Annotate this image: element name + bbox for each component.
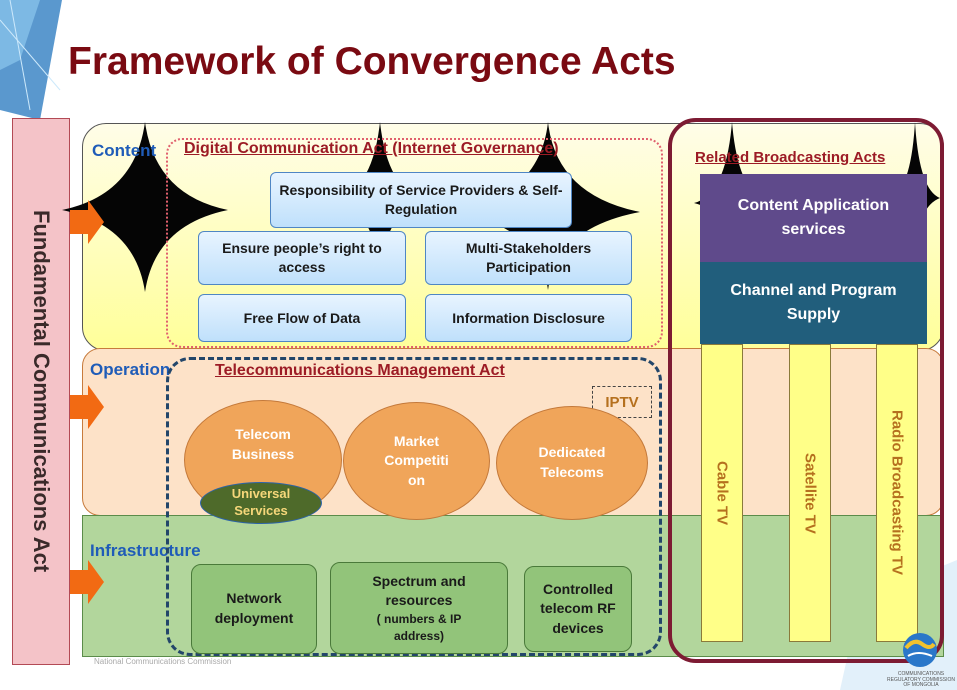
- broadcasting-acts-region: [668, 118, 944, 663]
- channel-program-supply-box: Channel and Program Supply: [700, 262, 927, 344]
- network-deployment-box: Network deployment: [191, 564, 317, 654]
- market-competition-circle: Market Competiti on: [343, 402, 490, 520]
- crc-logo: [900, 630, 940, 670]
- infrastructure-layer-label: Infrastructure: [90, 541, 201, 560]
- arrow-right-icon: [70, 200, 104, 244]
- fundamental-act-bar: [12, 118, 70, 665]
- right-to-access-box: Ensure people’s right to access: [198, 231, 406, 285]
- information-disclosure-box: Information Disclosure: [425, 294, 632, 342]
- spectrum-resources-box: Spectrum and resources ( numbers & IP ad…: [330, 562, 508, 654]
- cable-tv-column: Cable TV: [701, 344, 743, 642]
- digital-act-title: Digital Communication Act (Internet Gove…: [184, 140, 559, 157]
- globe-icon: [903, 633, 937, 667]
- universal-services-ellipse: Universal Services: [200, 482, 322, 524]
- service-provider-responsibility-box: Responsibility of Service Providers & Se…: [270, 172, 572, 228]
- telecom-act-title: Telecommunications Management Act: [215, 362, 505, 379]
- content-layer-label: Content: [92, 141, 157, 160]
- multi-stakeholder-box: Multi-Stakeholders Participation: [425, 231, 632, 285]
- satellite-tv-column: Satellite TV: [789, 344, 831, 642]
- star-shape: [62, 122, 228, 292]
- ncc-footer-text: National Communications Commission: [94, 657, 232, 666]
- arrow-right-icon: [70, 385, 104, 429]
- crc-footer-text: COMMUNICATIONS REGULATORY COMMISSION OF …: [887, 671, 955, 688]
- telecom-act-region: [166, 357, 662, 656]
- dedicated-telecoms-circle: Dedicated Telecoms: [496, 406, 648, 520]
- digital-act-region: [166, 138, 663, 348]
- fundamental-act-label: Fundamental Communications Act: [29, 210, 54, 573]
- free-flow-of-data-box: Free Flow of Data: [198, 294, 406, 342]
- content-application-box: Content Application services: [700, 174, 927, 262]
- operation-layer-label: Operation: [90, 360, 171, 379]
- broadcasting-acts-title: Related Broadcasting Acts: [695, 149, 886, 166]
- iptv-label: IPTV: [592, 386, 652, 418]
- page-title: Framework of Convergence Acts: [68, 40, 676, 83]
- controlled-rf-devices-box: Controlled telecom RF devices: [524, 566, 632, 652]
- arrow-right-icon: [70, 560, 104, 604]
- radio-broadcasting-tv-column: Radio Broadcasting TV: [876, 344, 918, 642]
